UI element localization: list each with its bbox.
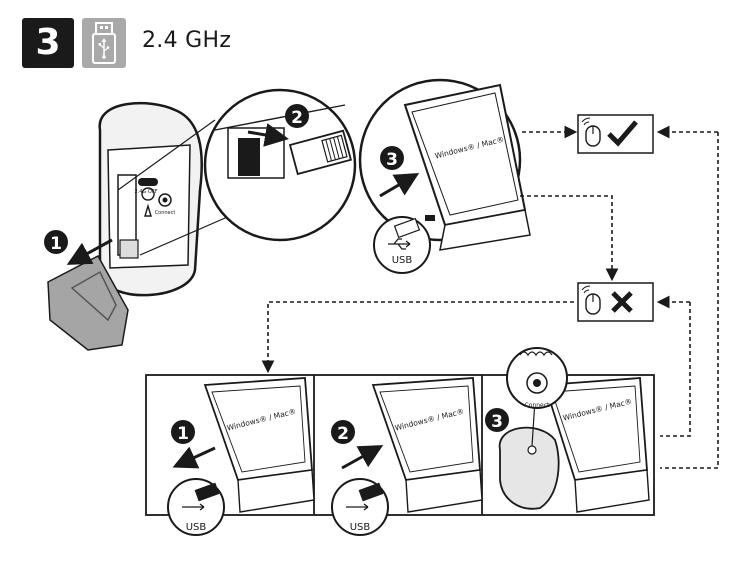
usb-receiver-icon [82, 18, 126, 68]
step-number-badge: 3 [22, 18, 74, 68]
connect-button-label: Connect [525, 402, 550, 409]
mouse-underside [499, 426, 560, 510]
svg-text:2: 2 [337, 424, 349, 444]
cross-icon [611, 291, 633, 313]
mouse-underside: 2.4G OFF Connect [98, 101, 203, 297]
laptop-zoom-circle: Windows® / Mac® 3 [358, 78, 531, 251]
step-2-marker: 2 [285, 104, 309, 128]
bottom-panel-1: Windows® / Mac® 1 USB [167, 377, 315, 536]
step-1-marker: 1 [44, 230, 68, 254]
failure-result-box [577, 282, 654, 322]
step-3-marker: 3 [485, 408, 509, 432]
svg-text:1: 1 [50, 234, 62, 254]
usb-label: USB [392, 255, 413, 266]
svg-text:1: 1 [177, 424, 189, 444]
usb-receiver-icon [288, 129, 352, 176]
connect-button-label: Connect [155, 210, 176, 216]
step-1-marker: 1 [171, 420, 195, 444]
svg-text:3: 3 [386, 150, 398, 170]
usb-port-badge: USB [373, 216, 431, 274]
bottom-panel-2: Windows® / Mac® 2 USB [331, 377, 483, 536]
check-icon [607, 120, 638, 147]
usb-port-badge: USB [331, 478, 389, 536]
bottom-panel-3: Windows® / Mac® Connect 3 [485, 347, 650, 513]
step-2-marker: 2 [331, 420, 355, 444]
svg-text:USB: USB [350, 522, 371, 533]
bottom-panels-frame [145, 374, 655, 516]
svg-text:USB: USB [186, 522, 207, 533]
receiver-zoom-circle: 2 [203, 88, 357, 242]
switch-label: 2.4G OFF [134, 189, 157, 195]
connect-button-zoom: Connect [506, 347, 568, 409]
flow-connectors [261, 125, 719, 469]
step-3-marker: 3 [380, 146, 404, 170]
usb-port-badge: USB [167, 478, 225, 536]
mouse-icon [581, 117, 601, 147]
mouse-icon [581, 285, 601, 315]
svg-text:3: 3 [491, 412, 503, 432]
connection-type-label: 2.4 GHz [142, 28, 232, 53]
svg-text:2: 2 [291, 108, 303, 128]
success-result-box [577, 114, 654, 154]
battery-cover [47, 254, 129, 351]
